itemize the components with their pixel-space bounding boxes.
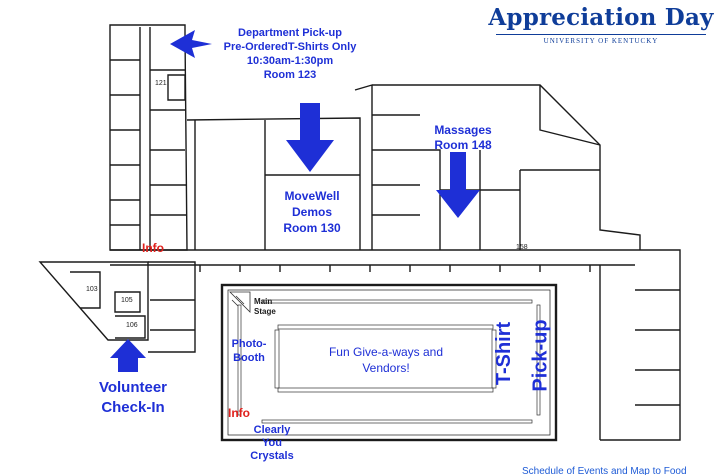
main-hall-inner [227,289,551,436]
page-title: Appreciation Day [488,4,714,31]
info-bottom: Info [228,406,250,420]
pickup-line2: Pre-OrderedT-Shirts Only [223,41,357,53]
crystals-line2: You [262,437,282,449]
massages-callout: Massages Room 148 [418,123,508,153]
volunteer-line2: Check-In [101,399,165,416]
vendor-tables [237,299,541,424]
pickup-line4: Room 123 [263,69,317,81]
massages-line1: Massages [434,123,492,137]
arrow-volunteer [110,339,146,372]
north-wing-outline [109,24,188,251]
main-stage [229,291,251,313]
movewell-line3: Room 130 [283,221,341,235]
tshirt-line1: T-Shirt [493,321,516,386]
east-complex-notch [539,85,601,146]
east-complex-rooms-1 [372,114,441,250]
east-corridor [599,265,635,441]
pickup-line1: Department Pick-up [238,27,342,39]
photo-line2: Booth [233,352,265,364]
room-105: 105 [121,297,133,304]
stair-block [167,74,186,101]
volunteer-line1: Volunteer [98,379,168,396]
photo-booth-label: Photo- Booth [224,337,274,365]
vendors-line1: Fun Give-a-ways and [328,345,444,359]
room-130-outline [186,117,361,250]
room-158: 158 [516,244,528,251]
arrow-pickup [170,30,212,58]
room-103: 103 [86,286,98,293]
title-rule [496,34,706,35]
vendors-line2: Vendors! [362,361,410,375]
room-106: 106 [126,322,138,329]
tshirt-line2: Pick-up [529,319,552,392]
main-stage-label: Main Stage [254,297,276,317]
volunteer-callout: Volunteer Check-In [88,378,178,418]
west-wing-annex [148,261,196,353]
east-column-rooms [635,289,680,406]
north-wing-corridor [139,27,151,250]
footer-link[interactable]: Schedule of Events and Map to Food [522,466,687,475]
arrow-massages [436,152,480,218]
massages-line2: Room 148 [434,138,492,152]
west-annex-rooms [150,299,195,331]
brand-block: Appreciation Day UNIVERSITY OF KENTUCKY [488,4,714,45]
arrows [110,30,480,372]
room-103-walls [70,271,101,309]
main-stage-line1: Main [254,297,273,306]
vendors-label: Fun Give-a-ways and Vendors! [306,344,466,376]
room-121: 121 [155,80,167,87]
room-106-walls [115,315,146,339]
arrow-movewell [286,103,334,172]
pickup-line3: 10:30am-1:30pm [246,55,334,67]
pickup-callout: Department Pick-up Pre-OrderedT-Shirts O… [210,26,370,82]
main-corridor [110,249,635,266]
east-column-outline [635,249,681,441]
corridor-doors [199,265,591,272]
west-wing-outline [38,261,149,341]
movewell-callout: MoveWell Demos Room 130 [272,188,352,236]
central-dividers [194,120,266,250]
crystals-line3: Crystals [250,450,294,462]
university-name: UNIVERSITY OF KENTUCKY [543,37,659,45]
crystals-line1: Clearly [253,424,291,436]
main-hall-outline [220,283,558,442]
movewell-line1: MoveWell [284,189,340,203]
north-wing-rooms-east [150,69,187,216]
photo-line1: Photo- [231,338,267,350]
crystals-label: Clearly You Crystals [242,424,302,463]
east-complex-outline [354,84,641,250]
info-top: Info [142,241,164,255]
room-105-walls [114,291,141,313]
main-stage-line2: Stage [254,307,276,316]
movewell-line2: Demos [291,205,332,219]
north-wing-rooms-west [110,59,140,226]
